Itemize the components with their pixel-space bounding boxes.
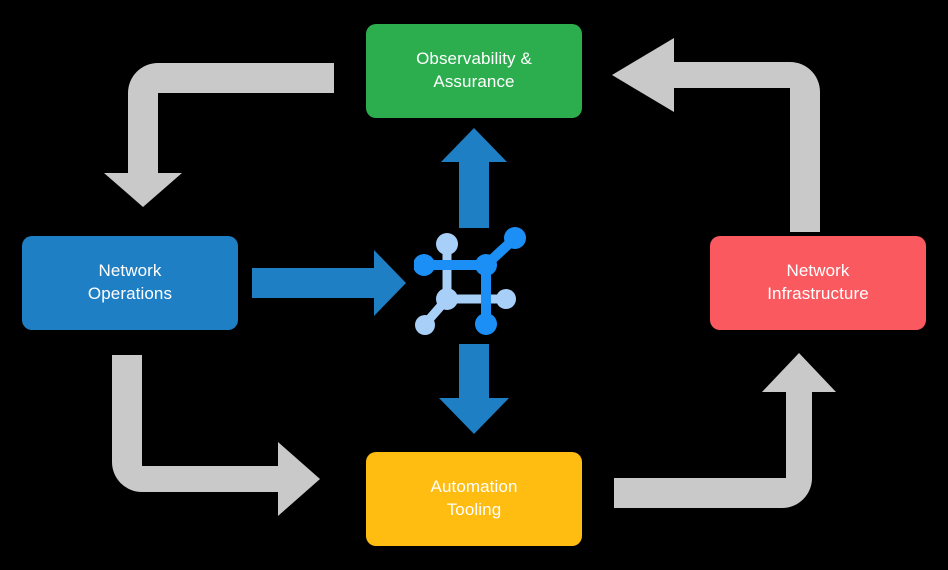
arrow-center-to-automation-tooling [439,344,509,434]
node-box-observability[interactable]: Observability & Assurance [366,24,582,118]
arrow-network-operations-to-automation-tooling [112,355,320,516]
network-graph-edges [419,234,519,328]
network-graph-icon [414,227,526,335]
node-box-network-infrastructure[interactable]: Network Infrastructure [710,236,926,330]
network-graph-nodes [414,227,526,335]
arrow-center-to-observability [441,128,507,228]
arrow-automation-tooling-to-network-infrastructure [614,353,836,508]
node-box-automation-tooling[interactable]: Automation Tooling [366,452,582,546]
node-box-network-operations[interactable]: Network Operations [22,236,238,330]
arrow-network-operations-to-center [252,250,406,316]
arrow-observability-to-network-operations [104,63,334,207]
arrow-network-infrastructure-to-observability [612,38,820,232]
